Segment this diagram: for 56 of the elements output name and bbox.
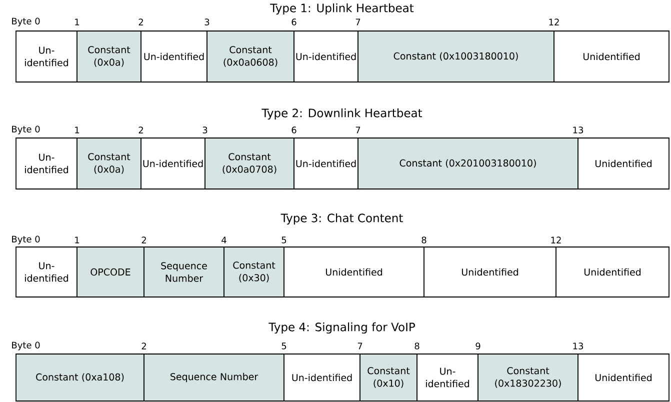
byte-offset: 2 [138, 18, 143, 26]
row-title: Type 1: Uplink Heartbeat [270, 3, 414, 15]
field-cell: Un-identified [416, 354, 478, 402]
byte-offset: 7 [356, 18, 360, 26]
field-cell: Un-identified [294, 30, 358, 82]
field-cell: Sequence Number [144, 246, 224, 298]
field-cell: Unidentified [556, 246, 670, 298]
field-cell: Un-identified [140, 138, 206, 190]
field-cell: Un-identified [16, 30, 78, 82]
byte-offset: 4 [222, 236, 226, 244]
field-cell: Unidentified [578, 138, 670, 190]
byte-offset: 2 [142, 236, 146, 244]
field-cell: Un-identified [284, 354, 360, 402]
field-cell: Unidentified [424, 246, 556, 298]
field-cell: Constant (0xa108) [16, 354, 144, 402]
field-cell: Constant (0x201003180010) [358, 138, 578, 190]
field-cell: Constant (0x0a) [76, 30, 142, 82]
byte-offset: 8 [414, 342, 420, 350]
byte-offset: 1 [75, 126, 80, 134]
field-cell: Constant (0x0a0708) [204, 138, 294, 190]
byte-offset: 1 [75, 236, 80, 244]
field-cell: Unidentified [284, 246, 424, 298]
field-cell: Un-identified [16, 246, 78, 298]
byte-offset: 6 [292, 18, 296, 26]
byte-offset: 12 [549, 18, 559, 26]
byte-offset: 6 [292, 126, 296, 134]
field-cell: Un-identified [294, 138, 358, 190]
row-title: Type 2: Downlink Heartbeat [262, 108, 422, 120]
field-cell: Constant (0x30) [224, 246, 284, 298]
byte-offset: 7 [356, 126, 360, 134]
byte-offset: 7 [358, 342, 362, 350]
field-cell: Sequence Number [144, 354, 284, 402]
byte-offset: 2 [142, 342, 146, 350]
field-cell: Un-identified [140, 30, 208, 82]
field-cell: Constant (0x10) [360, 354, 418, 402]
byte-offset: 13 [573, 342, 583, 350]
field-cell: Constant (0x1003180010) [358, 30, 554, 82]
field-cell: Constant (0x0a0608) [206, 30, 294, 82]
byte-offset: 9 [476, 342, 480, 350]
byte-offset: 12 [551, 236, 561, 244]
byte-offset: 3 [204, 18, 210, 26]
byte-offset: 5 [282, 342, 286, 350]
field-cell: Un-identified [16, 138, 78, 190]
field-cell: OPCODE [76, 246, 144, 298]
byte-offset: 1 [75, 18, 80, 26]
byte-offset: 5 [282, 236, 286, 244]
field-cell: Unidentified [578, 354, 670, 402]
field-cell: Constant (0x18302230) [478, 354, 578, 402]
field-cell: Constant (0x0a) [76, 138, 142, 190]
row-title: Type 4: Signaling for VoIP [268, 322, 415, 334]
byte-offset: 8 [422, 236, 426, 244]
byte-offset: 13 [573, 126, 583, 134]
byte-offset: 3 [202, 126, 208, 134]
row-title: Type 3: Chat Content [280, 213, 403, 225]
byte-offset: 2 [138, 126, 143, 134]
field-cell: Unidentified [554, 30, 670, 82]
